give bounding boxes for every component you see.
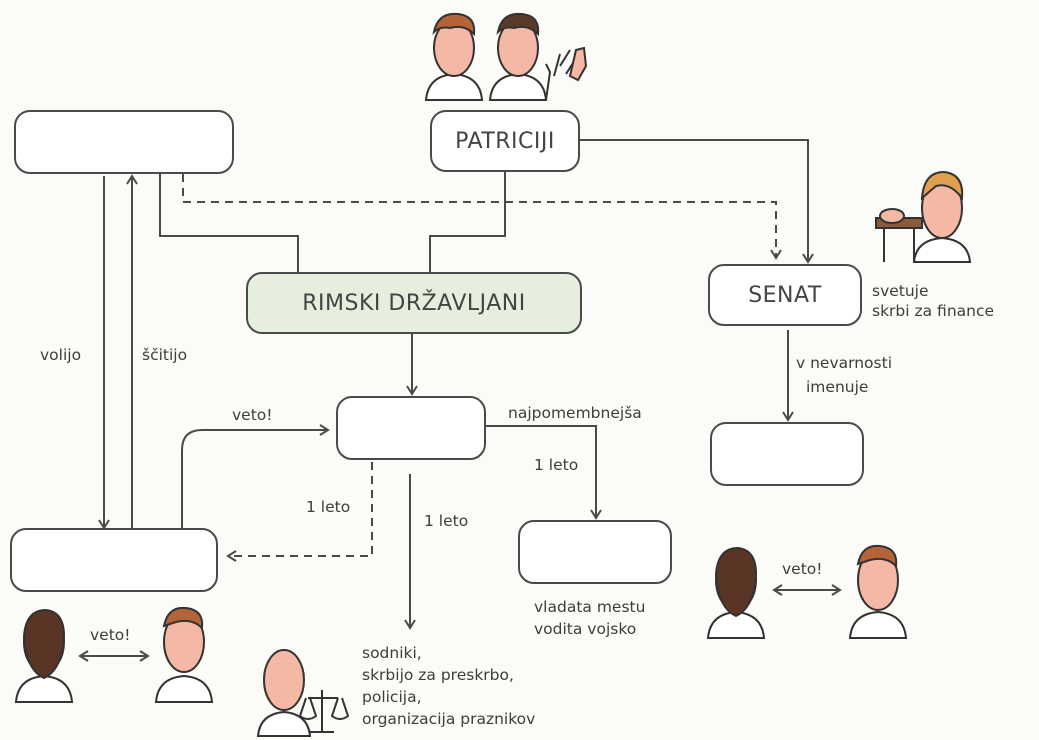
senat-box: SENAT xyxy=(708,264,862,326)
duty-item: sodniki, xyxy=(362,644,422,662)
veto-bl-label: veto! xyxy=(90,626,131,644)
judge-figure-icon xyxy=(256,649,350,737)
bottom-mid-box xyxy=(518,520,672,584)
bottom-left-box xyxy=(10,528,218,592)
leto-mid-label: 1 leto xyxy=(424,512,469,530)
senat-desc-1: svetuje xyxy=(872,282,929,300)
patrician-figures-icon xyxy=(424,12,588,101)
leto-right-label: 1 leto xyxy=(534,456,579,474)
senat-sub-box xyxy=(710,422,864,486)
rimski-drzavljani-label: RIMSKI DRŽAVLJANI xyxy=(302,290,526,316)
duties-list: sodniki, skrbijo za preskrbo, policija, … xyxy=(362,642,535,730)
vladata-1: vladata mestu xyxy=(534,598,646,616)
vladata-2: vodita vojsko xyxy=(534,620,637,638)
senator-figure-icon xyxy=(875,170,972,263)
nevarnost-1: v nevarnosti xyxy=(796,354,892,372)
leto-left-label: 1 leto xyxy=(306,498,351,516)
najpomembnejsa-label: najpomembnejša xyxy=(508,404,642,422)
senat-label: SENAT xyxy=(748,282,822,308)
patriciji-label: PATRICIJI xyxy=(455,128,555,154)
scitijo-label: ščitijo xyxy=(142,346,188,364)
volijo-label: volijo xyxy=(40,346,82,364)
duty-item: skrbijo za preskrbo, xyxy=(362,666,514,684)
senat-desc-2: skrbi za finance xyxy=(872,302,995,320)
consul-figures-icon xyxy=(706,544,908,639)
veto-top-label: veto! xyxy=(232,406,273,424)
duty-item: organizacija praznikov xyxy=(362,710,536,728)
veto-br-label: veto! xyxy=(782,560,823,578)
tribune-figures-icon xyxy=(14,606,214,703)
nevarnost-2: imenuje xyxy=(806,378,869,396)
center-box xyxy=(336,396,486,460)
rimski-drzavljani-box: RIMSKI DRŽAVLJANI xyxy=(246,272,582,334)
duty-item: policija, xyxy=(362,688,422,706)
top-left-box xyxy=(14,110,234,174)
patriciji-box: PATRICIJI xyxy=(430,110,580,172)
